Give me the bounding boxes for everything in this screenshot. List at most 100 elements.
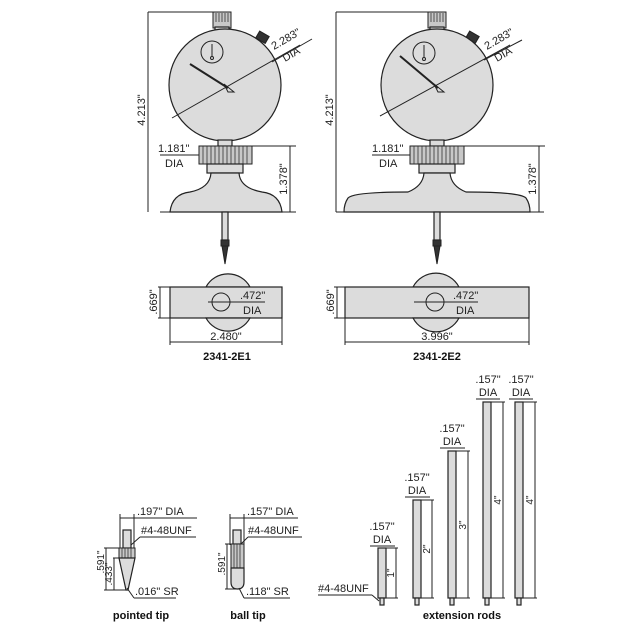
rod-body [482,401,492,599]
model-number: 2341-2E2 [413,351,461,363]
ball-tip-caption: ball tip [230,610,266,622]
ball-tip-knurl-lines [233,544,241,568]
dial-pointer [189,63,229,89]
extension-rod-1: .157" DIA 1" [369,521,398,606]
gauge-2341-2e1-front-view: 4.213" 2.283" DIA [136,11,313,265]
rod-thread [414,597,420,606]
rod-diameter-unit: DIA [373,534,392,546]
probe-stem [221,211,229,241]
rod-diameter-label: .157" [475,374,500,386]
ball-tip-radius-label: .118" SR [246,586,289,598]
counter-pivot [210,56,214,60]
rod-thread-leader [371,594,380,602]
hole-diameter-label: .472" [453,290,478,302]
probe-point [433,245,441,265]
base-thickness-label: .669" [148,289,160,314]
tip-length-label: .591" [96,550,107,573]
model-number: 2341-2E1 [203,351,251,363]
ball-tip-drawing: .157" DIA #4-48UNF .591" .118" SR ball t… [217,506,302,622]
stem-neck [217,139,233,147]
rod-diameter-label: .157" [369,521,394,533]
stem-collar [206,163,244,174]
dial-diameter-underline [271,38,313,63]
rod-diameter-label: .157" [508,374,533,386]
rod-diameter-unit: DIA [443,436,462,448]
top-boss-upper [412,272,460,288]
tip-radius-label: .016" SR [135,586,179,598]
thread-leader [240,536,249,545]
tip-knurl [118,547,136,559]
gauge-2341-2e2-front-view: 4.213" 2.283" DIA 1.181" DIA [324,11,545,265]
revolution-counter [412,41,436,65]
dial-diameter-leader [379,44,511,117]
rod-length-label: 4" [493,495,504,505]
lock-knob [254,30,270,45]
rod-thread [516,597,522,606]
base-front [343,172,531,213]
ball-tip-end [230,567,245,590]
dial-pointer [399,55,439,89]
tip-diameter-label: .197" DIA [137,506,184,518]
knurl-lines [430,13,444,22]
cone-length-label: .433" [104,562,115,585]
gauge-2341-2e1-top-view: .472" DIA .669" 2.480" 2341-2E1 [148,273,283,363]
tip-cone [118,557,136,591]
dial-diameter-underline [483,39,523,61]
gauge-2341-2e2-top-view: .472" DIA .669" 3.996" 2341-2E2 [325,272,530,363]
rod-diameter-unit: DIA [479,387,498,399]
stem-collar [418,163,456,174]
tip-thread-end [122,529,132,549]
radius-leader [126,587,135,599]
rod-thread [484,597,490,606]
top-boss-lower [204,317,252,332]
rod-thread [449,597,455,606]
ball-tip-thread-label: #4-48UNF [248,525,299,537]
stem-diameter-unit: DIA [379,158,398,170]
dial-diameter-label: 2.283" [483,26,516,52]
tip-thread-end [232,529,242,545]
rod-diameter-label: .157" [439,423,464,435]
rod-diameter-label: .157" [404,472,429,484]
radius-leader [238,587,245,599]
base-front [169,172,283,213]
tip-thread-label: #4-48UNF [141,525,192,537]
base-height-label: 1.378" [527,163,539,195]
rod-thread [379,597,385,606]
base-top [344,286,530,319]
extension-rod-4: .157" DIA 4" [475,374,505,606]
rod-body [514,401,524,599]
pointer-tail [223,83,236,93]
rod-body [447,450,457,599]
stem-knurl-lines [413,146,459,164]
tip-knurl-lines [121,548,132,558]
rod-length-label: 1" [386,568,397,578]
overall-height-label: 4.213" [136,94,148,126]
extension-rod-5: .157" DIA 4" [508,374,537,606]
thread-leader [130,536,141,546]
probe-point [221,245,229,265]
knurl-lines [215,13,229,22]
rod-thread-label: #4-48UNF [318,583,369,595]
extension-rods-drawing: .157" DIA 1" #4-48UNF .157" DIA 2" [318,374,537,622]
stem-diameter-label: 1.181" [372,143,404,155]
base-thickness-label: .669" [325,289,337,314]
base-height-label: 1.378" [278,163,290,195]
revolution-counter [200,40,224,64]
rod-body [412,499,422,599]
top-boss-upper [204,273,252,288]
stem-neck [429,139,445,147]
stem-diameter-unit: DIA [165,158,184,170]
pointer-tail [433,83,446,93]
rod-diameter-unit: DIA [408,485,427,497]
stem-knurl-lines [202,146,248,164]
dial-diameter-leader [171,44,301,119]
ball-tip-length-label: .591" [217,552,228,575]
extension-rod-3: .157" DIA 3" [439,423,470,606]
overall-height-label: 4.213" [324,94,336,126]
probe-tip-thread [220,239,230,247]
ball-tip-knurl [230,543,245,569]
rod-body [377,547,387,599]
extension-rod-2: .157" DIA 2" [404,472,434,606]
pointed-tip-caption: pointed tip [113,610,169,622]
